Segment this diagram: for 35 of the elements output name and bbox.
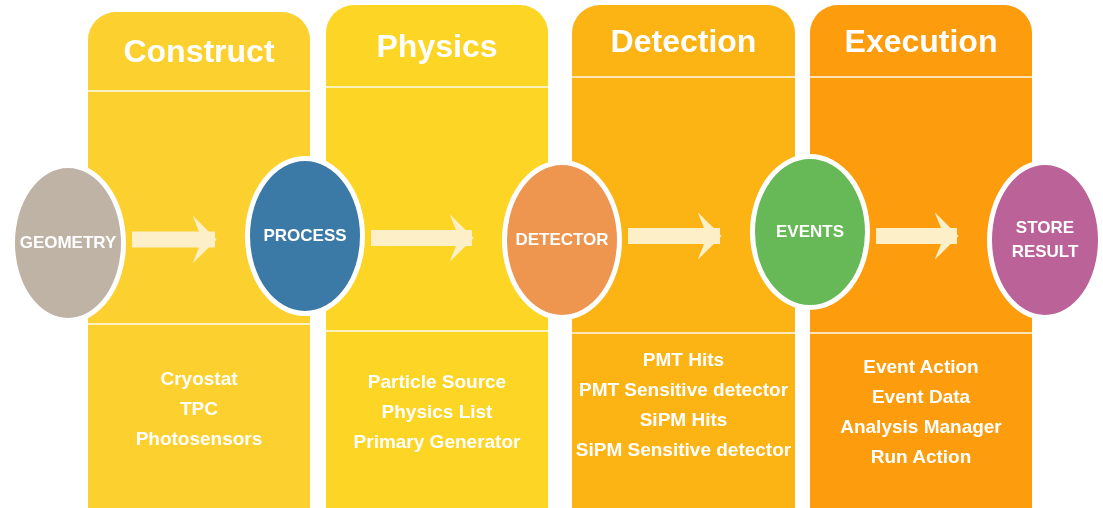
item-text: Primary Generator bbox=[353, 430, 521, 454]
item-text: TPC bbox=[180, 397, 218, 421]
column-header bbox=[810, 5, 1032, 78]
circle-label: GEOMETRY bbox=[18, 232, 118, 254]
column-body bbox=[88, 323, 310, 508]
chevron-arrow bbox=[132, 215, 217, 264]
circle-label: PROCESS bbox=[262, 225, 348, 247]
item-text: PMT Sensitive detector bbox=[578, 378, 789, 402]
circle-label: DETECTOR bbox=[514, 229, 610, 251]
item-text: Analysis Manager bbox=[840, 415, 1002, 439]
column-header bbox=[88, 12, 310, 92]
circle-label: EVENTS bbox=[775, 221, 845, 243]
column-body bbox=[810, 332, 1032, 508]
item-text: Event Action bbox=[863, 355, 979, 379]
item-text: Photosensors bbox=[135, 427, 263, 451]
column-body bbox=[326, 330, 548, 508]
item-text: Physics List bbox=[381, 400, 493, 424]
item-text: Event Data bbox=[871, 385, 971, 409]
item-text: Cryostat bbox=[160, 367, 238, 391]
chevron-arrow bbox=[371, 214, 474, 262]
item-text: Run Action bbox=[870, 445, 972, 469]
column-title: Execution bbox=[844, 24, 998, 57]
column-header bbox=[572, 5, 795, 78]
column-title: Construct bbox=[123, 35, 275, 67]
column-header bbox=[326, 5, 548, 88]
item-text: SiPM Hits bbox=[639, 408, 728, 432]
circle-label: STORE RESULT bbox=[1010, 217, 1080, 263]
chevron-arrow bbox=[876, 212, 959, 260]
chevron-arrow bbox=[628, 212, 722, 260]
column-title: Detection bbox=[610, 24, 757, 57]
item-text: Particle Source bbox=[367, 370, 507, 394]
column-body bbox=[572, 332, 795, 508]
item-text: PMT Hits bbox=[642, 348, 725, 372]
column-title: Physics bbox=[376, 29, 498, 62]
item-text: SiPM Sensitive detector bbox=[575, 438, 792, 462]
